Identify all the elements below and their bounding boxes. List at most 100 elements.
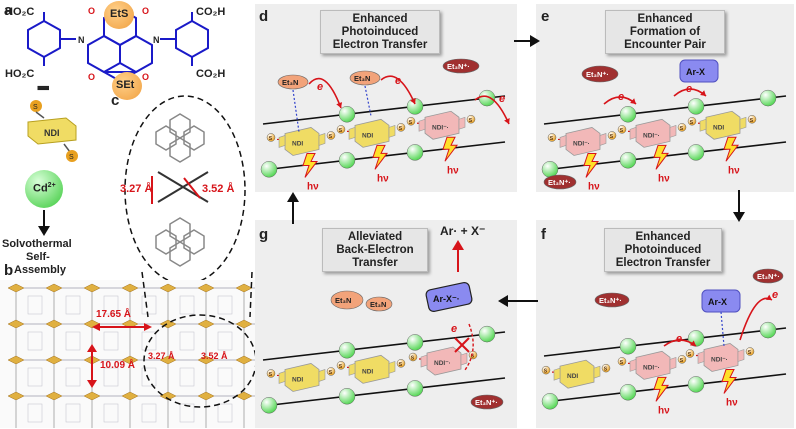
equivalence-symbol: ||| — [37, 84, 52, 90]
ndi-unit-2 — [426, 346, 462, 376]
ndi-stack-5-1 — [217, 331, 233, 351]
thioether-left-2 — [406, 117, 416, 126]
thioether-right-2 — [466, 115, 476, 124]
hv-label-1: hν — [377, 173, 389, 184]
thioether-right-1 — [396, 359, 406, 368]
svg-text:NDI⁻·: NDI⁻· — [711, 356, 728, 363]
distance-3-27-small: 3.27 Å — [148, 351, 175, 361]
thioether-right-0 — [326, 131, 336, 140]
cd-node-bottom-0 — [260, 397, 278, 414]
svg-text:Et₃N: Et₃N — [335, 296, 351, 305]
svg-text:Et₃N⁺·: Et₃N⁺· — [548, 178, 571, 187]
svg-text:S: S — [269, 372, 273, 378]
rail-top — [543, 327, 787, 357]
thioether-left-0 — [547, 133, 557, 142]
ndi-stack-3-3 — [141, 403, 157, 423]
svg-text:Et₃N⁺·: Et₃N⁺· — [599, 296, 622, 305]
svg-text:S: S — [469, 118, 473, 124]
ho2c-bottom-label: HO₂C — [5, 68, 35, 80]
rail-bottom — [262, 377, 506, 407]
cd-node-bottom-1 — [338, 388, 356, 405]
thioether-left-2 — [687, 117, 697, 126]
co2h-bottom-label: CO₂H — [196, 68, 226, 80]
cd-ion-sphere — [25, 170, 63, 208]
ndi-stack-3-0 — [141, 295, 157, 315]
svg-text:Ar-X⁻·: Ar-X⁻· — [433, 294, 460, 304]
panel-label-c: c — [111, 92, 120, 109]
ndi-unit-1 — [635, 350, 671, 380]
set-label: SEt — [116, 79, 135, 91]
spacing-vertical: 10.09 Å — [100, 360, 136, 371]
left-benzene-ring — [27, 19, 61, 59]
svg-text:S: S — [69, 154, 74, 161]
svg-text:S: S — [610, 134, 614, 140]
hv-label-2: hν — [728, 165, 740, 176]
assembly-step-3: Assembly — [14, 264, 66, 276]
svg-text:Ar-X: Ar-X — [686, 67, 705, 77]
hv-label-1: hν — [658, 405, 670, 416]
ndi-stack-1-3 — [65, 403, 81, 423]
distance-3-27: 3.27 Å — [120, 183, 153, 195]
cd-node-bottom-2 — [406, 380, 424, 397]
cd-node-bottom-1 — [338, 152, 356, 169]
thioether-left-1 — [336, 125, 346, 134]
thioether-left-0 — [541, 365, 551, 375]
rail-top — [262, 95, 506, 125]
thioether-left-0 — [266, 133, 276, 142]
panel-label-d: d — [259, 8, 269, 25]
ndi-stack-1-1 — [65, 331, 81, 351]
thioether-right-2 — [747, 115, 757, 124]
svg-text:Et₃N⁺·: Et₃N⁺· — [475, 398, 498, 407]
cd-node-top-2 — [478, 89, 496, 107]
ndi-unit-2 — [703, 343, 739, 372]
rail-top — [543, 95, 787, 125]
ndi-stack-0-2 — [27, 367, 43, 387]
svg-text:O: O — [88, 72, 95, 82]
assembly-step-1: Solvothermal — [2, 238, 72, 250]
svg-text:NDI: NDI — [362, 132, 373, 139]
imide-n-right: N — [153, 35, 160, 45]
et3n-regenerated-2 — [365, 296, 393, 312]
thioether-left-0 — [266, 369, 276, 378]
thioether-left-2 — [685, 349, 695, 358]
hv-label-1: hν — [658, 173, 670, 184]
ndi-ligand-structure: N N O O O O — [27, 6, 209, 83]
electron-transfer-arrow-2 — [380, 75, 416, 105]
rail-top — [262, 331, 506, 361]
svg-text:S: S — [620, 128, 624, 134]
cd-node-bottom-2 — [406, 144, 424, 161]
svg-text:S: S — [411, 356, 415, 362]
cd-node-top-1 — [687, 98, 705, 115]
svg-text:Et₃N: Et₃N — [354, 74, 370, 83]
cd-node-bottom-0 — [260, 161, 278, 178]
svg-text:Et₃N⁺·: Et₃N⁺· — [447, 62, 470, 71]
spacing-horizontal: 17.65 Å — [92, 309, 152, 331]
electron-label-f2: e — [676, 333, 682, 345]
svg-text:S: S — [690, 120, 694, 126]
svg-text:S: S — [544, 369, 548, 375]
cd-ion-label: Cd2+ — [33, 182, 56, 195]
svg-text:NDI⁻·: NDI⁻· — [434, 360, 451, 367]
electron-transfer-arrow-3 — [474, 95, 510, 125]
svg-text:S: S — [269, 136, 273, 142]
photon-bolt-1 — [372, 144, 388, 170]
electron-label-g: e — [451, 323, 457, 335]
svg-text:S: S — [329, 370, 333, 376]
et3n-cation-f-1 — [594, 292, 630, 308]
thioether-right-0 — [607, 131, 617, 140]
ndi-stack-4-1 — [179, 331, 195, 351]
svg-text:S: S — [620, 360, 624, 366]
ndi-stack-5-0 — [217, 295, 233, 315]
ndi-stack-2-3 — [103, 403, 119, 423]
ndi-stack-1-2 — [65, 367, 81, 387]
cd-node-bottom-0 — [541, 161, 559, 178]
svg-text:Et₃N: Et₃N — [282, 78, 298, 87]
zoom-connector-lines — [141, 271, 253, 318]
product-release-arrow — [452, 240, 464, 272]
arrow-f-to-g — [498, 295, 538, 307]
svg-text:S: S — [680, 358, 684, 364]
